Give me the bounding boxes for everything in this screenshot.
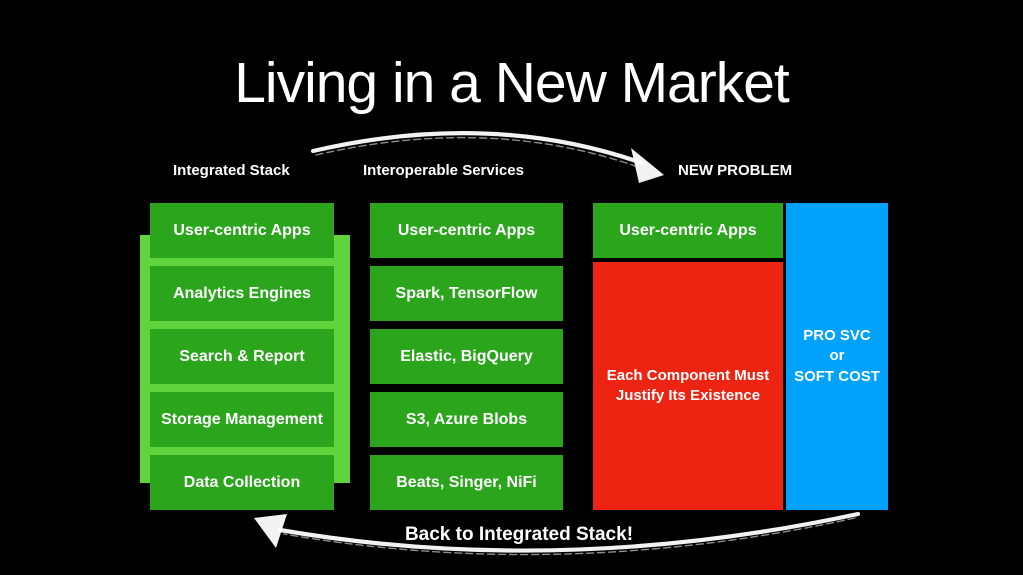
interoperable-box-s3-azure-blobs: S3, Azure Blobs	[370, 392, 563, 447]
integrated-box-analytics-engines: Analytics Engines	[150, 266, 334, 321]
interoperable-box-spark-tensorflow: Spark, TensorFlow	[370, 266, 563, 321]
interoperable-services-header: Interoperable Services	[363, 162, 524, 179]
new-problem-header: NEW PROBLEM	[678, 162, 793, 179]
integrated-stack-header: Integrated Stack	[173, 162, 290, 179]
interoperable-services-column: User-centric Apps Spark, TensorFlow Elas…	[370, 203, 563, 510]
new-problem-box-pro-svc-soft-cost: PRO SVC or SOFT COST	[786, 203, 888, 510]
new-problem-box-justify-existence: Each Component Must Justify Its Existenc…	[593, 262, 783, 510]
integrated-box-data-collection: Data Collection	[150, 455, 334, 510]
integrated-stack-column: User-centric Apps Analytics Engines Sear…	[150, 203, 334, 510]
cost-line-or: or	[829, 347, 845, 365]
integrated-box-storage-management: Storage Management	[150, 392, 334, 447]
cost-line-soft-cost: SOFT COST	[794, 367, 880, 385]
interoperable-box-elastic-bigquery: Elastic, BigQuery	[370, 329, 563, 384]
integrated-box-search-report: Search & Report	[150, 329, 334, 384]
interoperable-box-beats-singer-nifi: Beats, Singer, NiFi	[370, 455, 563, 510]
interoperable-box-user-centric-apps: User-centric Apps	[370, 203, 563, 258]
bottom-arrow-label: Back to Integrated Stack!	[404, 524, 634, 545]
new-problem-box-user-centric-apps: User-centric Apps	[593, 203, 783, 258]
slide-title: Living in a New Market	[234, 51, 790, 115]
cost-line-pro-svc: PRO SVC	[803, 327, 871, 345]
integrated-box-user-centric-apps: User-centric Apps	[150, 203, 334, 258]
